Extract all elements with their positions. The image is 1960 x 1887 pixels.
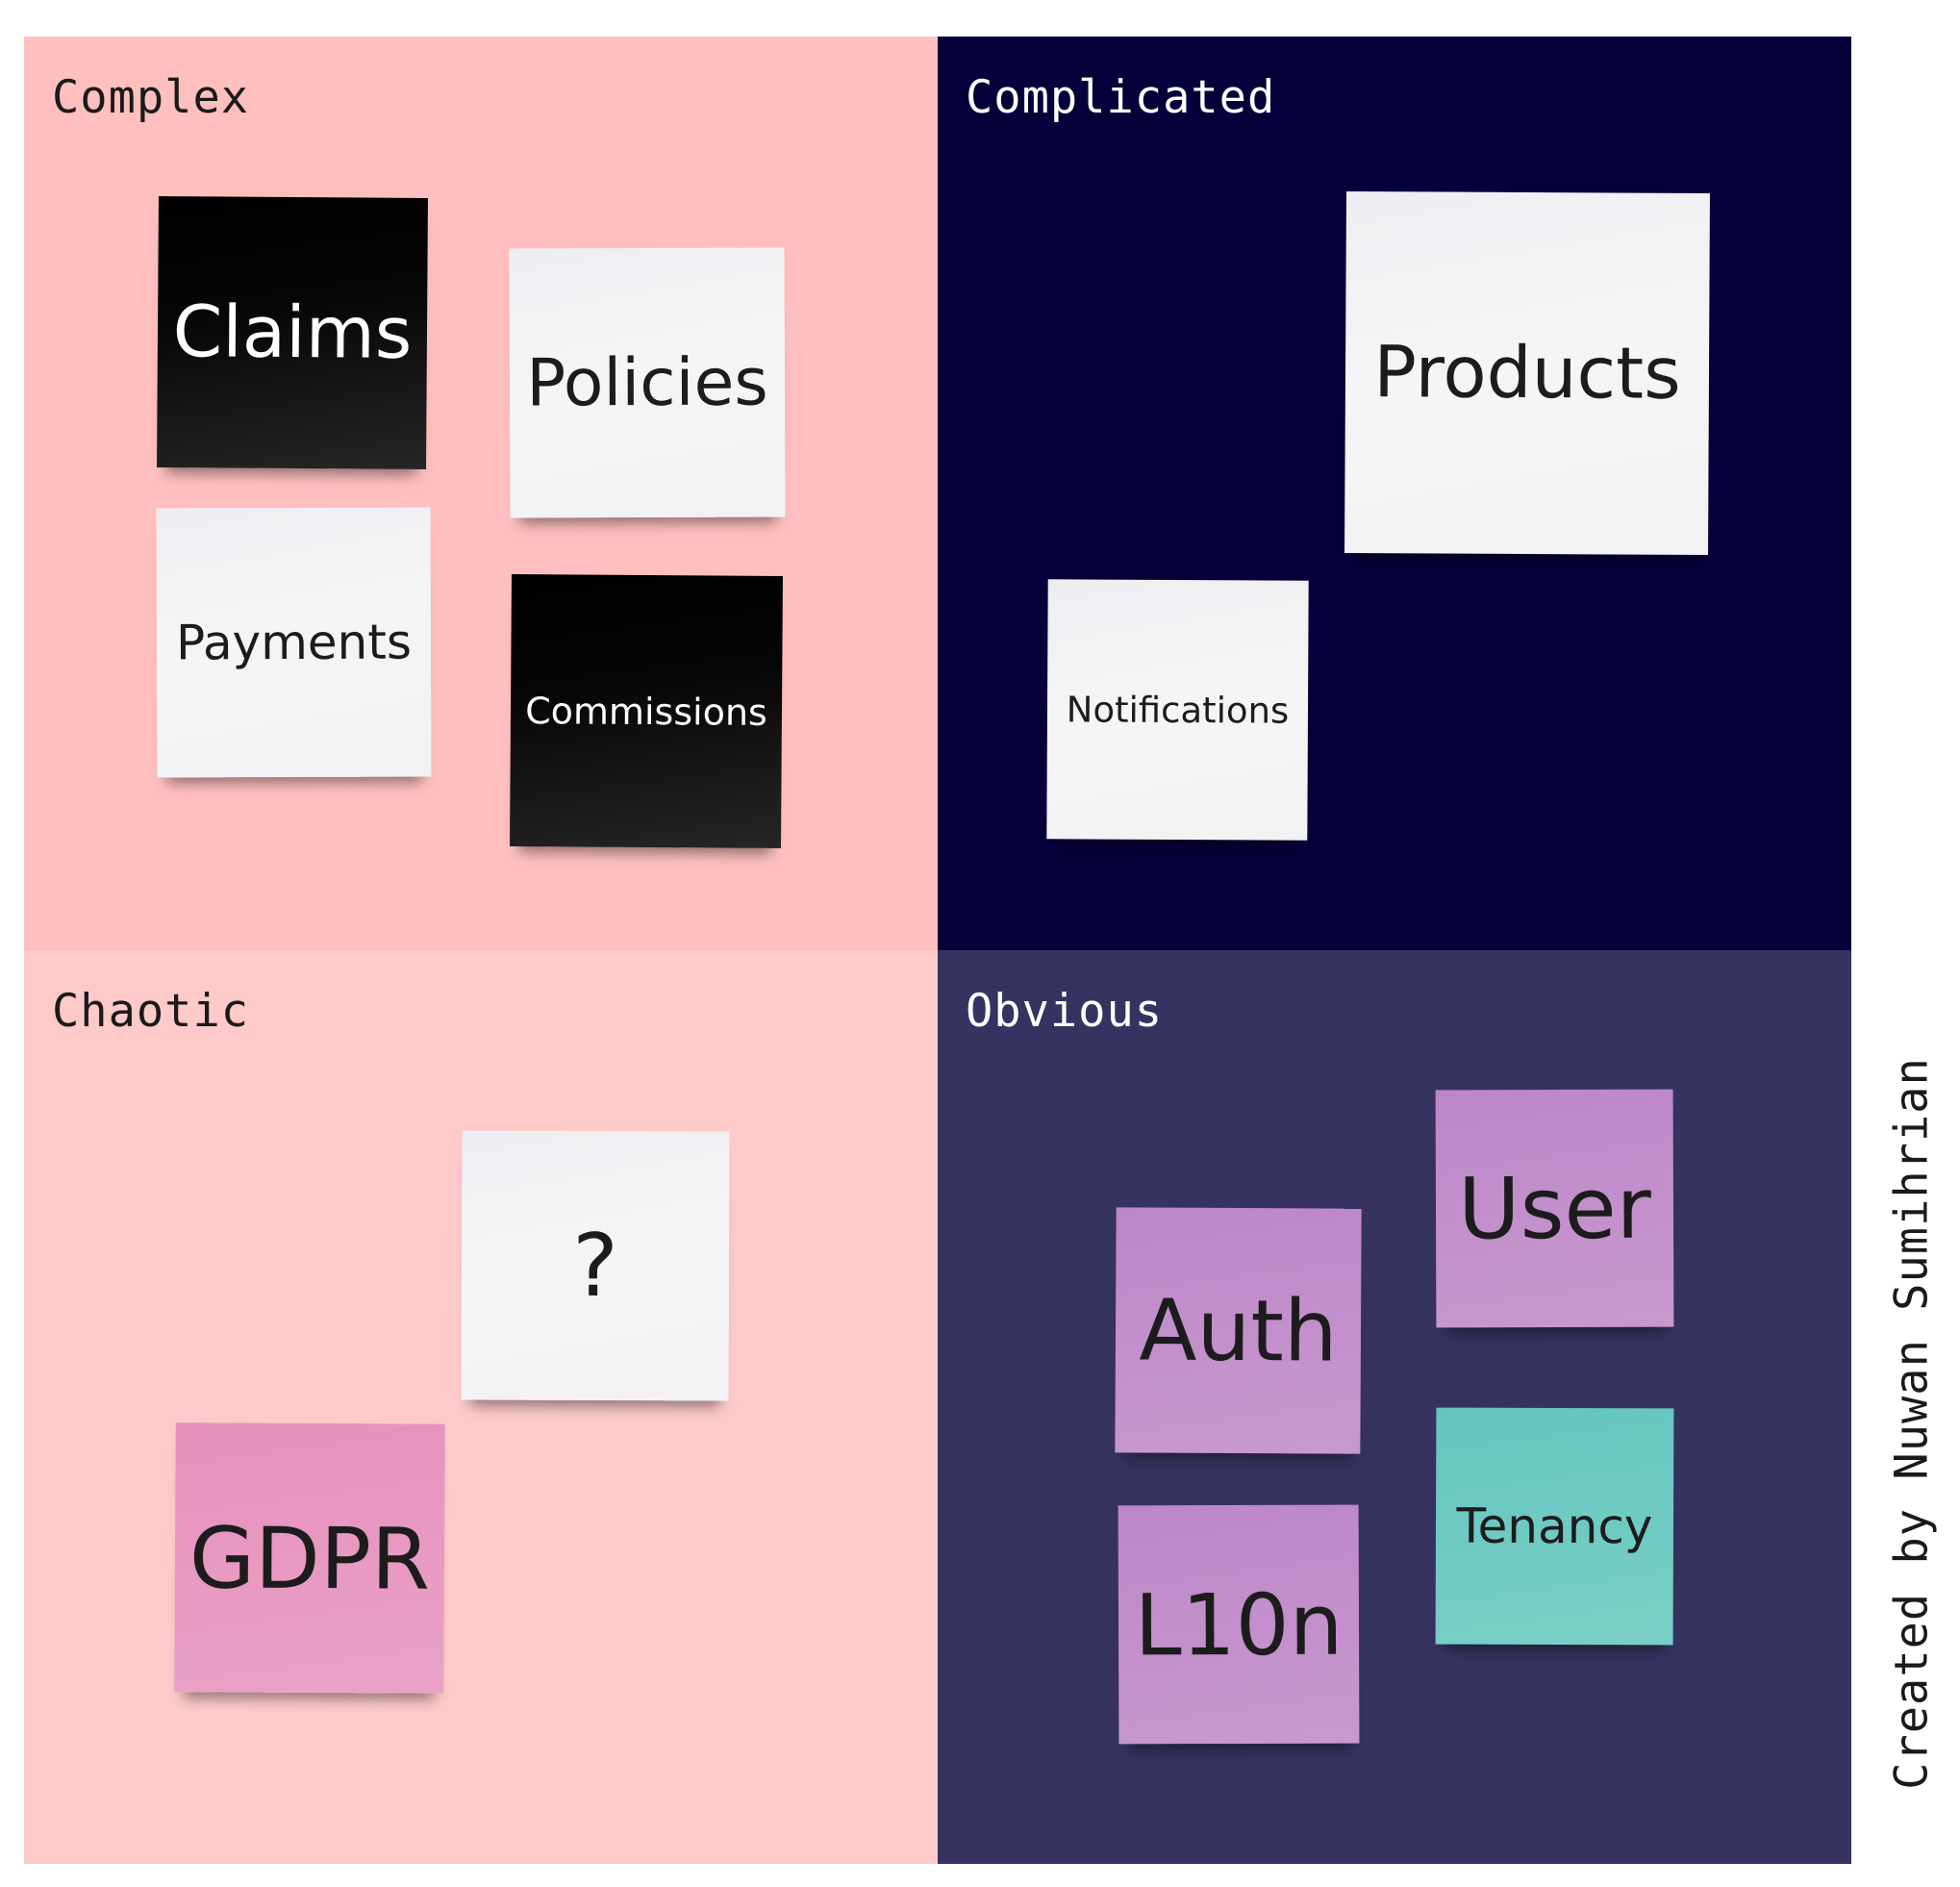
quadrant-obvious: Obvious User Auth L10n Tenancy [938,950,1851,1864]
sticky-note-user[interactable]: User [1435,1089,1674,1328]
quadrant-title-obvious: Obvious [966,985,1164,1038]
sticky-note-tenancy[interactable]: Tenancy [1435,1407,1674,1646]
quadrant-complex: Complex Claims Policies Payments Commiss… [24,37,938,950]
author-credit: Created by Nuwan Sumihrian [1885,1057,1939,1790]
sticky-note-payments[interactable]: Payments [156,507,432,778]
sticky-note-commissions[interactable]: Commissions [510,574,783,848]
quadrant-chaotic: Chaotic ? GDPR [24,950,938,1864]
quadrant-title-complicated: Complicated [966,71,1276,124]
sticky-note-question[interactable]: ? [461,1130,730,1401]
quadrant-complicated: Complicated Products Notifications [938,37,1851,950]
quadrant-title-chaotic: Chaotic [52,985,250,1038]
sticky-note-policies[interactable]: Policies [509,247,786,518]
quadrant-title-complex: Complex [52,71,250,124]
sticky-note-products[interactable]: Products [1344,191,1710,555]
sticky-note-l10n[interactable]: L10n [1118,1504,1360,1745]
sticky-note-gdpr[interactable]: GDPR [174,1422,445,1694]
sticky-note-notifications[interactable]: Notifications [1046,579,1309,841]
sticky-note-auth[interactable]: Auth [1115,1207,1362,1454]
sticky-note-claims[interactable]: Claims [157,196,428,469]
